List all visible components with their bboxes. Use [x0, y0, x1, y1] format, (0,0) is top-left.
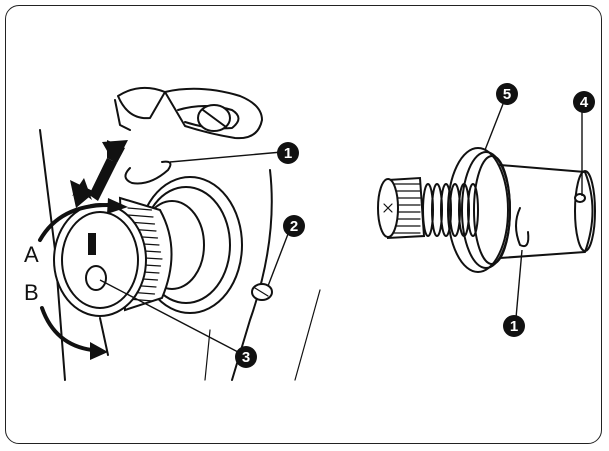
- shaft-screw: [574, 193, 586, 203]
- callout-4: 4: [573, 91, 595, 113]
- svg-text:2: 2: [290, 218, 298, 235]
- dial-index-mark: [88, 233, 96, 255]
- figure-frame: [5, 5, 602, 444]
- adjust-double-arrow: [70, 140, 128, 208]
- knurl-line: [127, 214, 154, 218]
- callout-3: 3: [235, 346, 257, 368]
- left-assembly: [38, 86, 321, 381]
- tension-spring: [422, 183, 479, 237]
- callout-1: 1: [277, 142, 299, 164]
- direction-a-label: A: [24, 242, 39, 267]
- svg-text:5: 5: [503, 86, 511, 103]
- thread-guide-wire: [124, 160, 172, 185]
- callout-1-detail: 1: [503, 315, 525, 337]
- top-bracket: [117, 86, 263, 140]
- spring-coil: [467, 183, 479, 237]
- svg-text:3: 3: [242, 349, 250, 366]
- direction-b-label: B: [24, 280, 39, 305]
- svg-text:1: 1: [284, 145, 292, 162]
- right-assembly: [377, 147, 596, 273]
- knurled-dial: [53, 196, 173, 356]
- knurl-line: [127, 207, 153, 211]
- dial-hole: [85, 265, 107, 291]
- callout-5: 5: [496, 83, 518, 105]
- tension-nut: [377, 176, 426, 240]
- direction-a-arrow: [38, 203, 110, 242]
- direction-b-arrow: [40, 306, 94, 352]
- leader-lines: [99, 103, 583, 353]
- svg-text:4: 4: [580, 94, 589, 111]
- callout-2: 2: [283, 215, 305, 237]
- svg-text:1: 1: [510, 318, 518, 335]
